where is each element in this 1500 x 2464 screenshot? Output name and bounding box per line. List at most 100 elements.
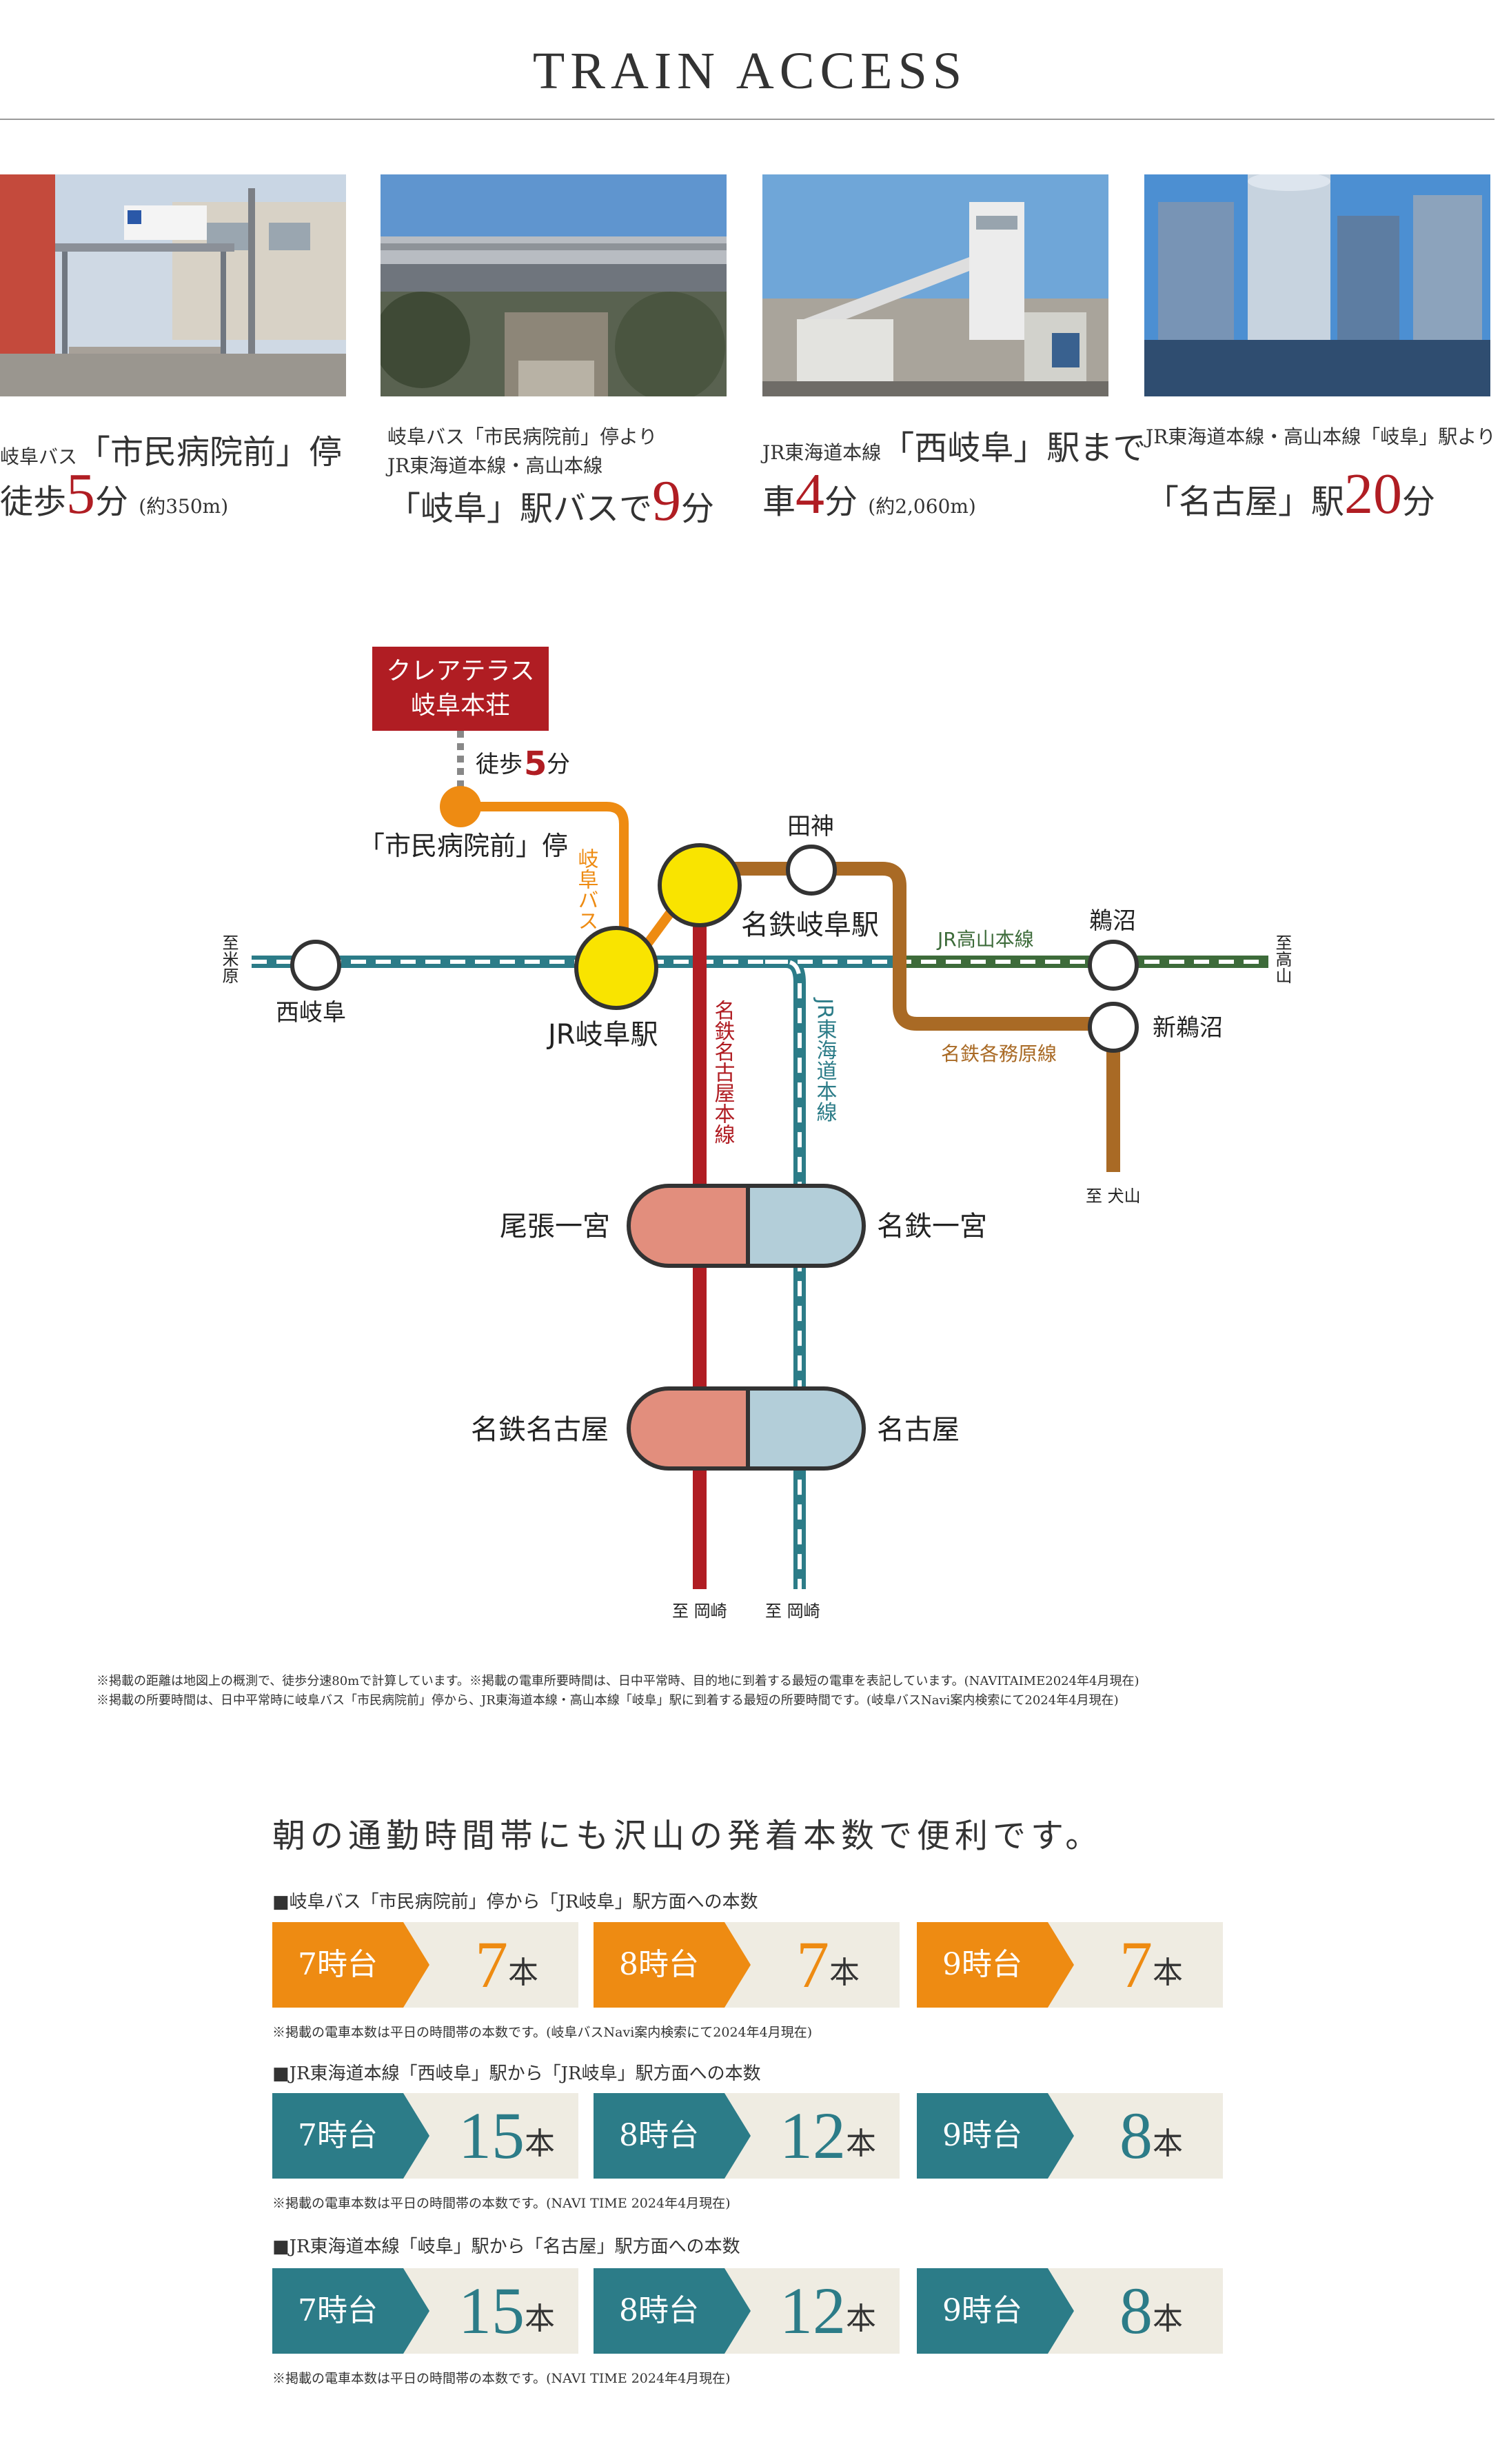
frequency-cell: 7時台 7本 <box>272 1922 578 2008</box>
frequency-hour: 8時台 <box>619 2293 699 2328</box>
property-name-line2: 岐阜本荘 <box>411 691 510 720</box>
frequency-hour: 7時台 <box>298 2118 378 2153</box>
frequency-count: 8本 <box>1119 2099 1183 2172</box>
photo4-caption-line1: JR東海道本線・高山本線「岐阜」駅より <box>1146 425 1496 448</box>
photo2-caption-line1: 岐阜バス「市民病院前」停より <box>387 425 658 448</box>
map-note-1: ※掲載の距離は地図上の概測で、徒歩分速80mで計算しています。※掲載の電車所要時… <box>97 1674 1139 1688</box>
chevron-label-bg <box>594 2093 751 2179</box>
bus-stop-marker <box>440 786 481 827</box>
bus-line-label: 岐阜バス <box>574 848 598 931</box>
chevron-label-bg <box>272 2268 429 2354</box>
frequency-heading-gifu-nagoya: ■JR東海道本線「岐阜」駅から「名古屋」駅方面への本数 <box>272 2236 740 2257</box>
route-map: クレアテラス 岐阜本荘 徒歩 5 分 「市民病院前」停 岐阜バス 西岐阜 田神 … <box>219 647 1292 1621</box>
chevron-label-bg <box>594 2268 751 2354</box>
station-jr-gifu-label: JR岐阜駅 <box>546 1019 658 1051</box>
chevron-label-bg <box>917 1922 1074 2008</box>
map-note-2: ※掲載の所要時間は、日中平常時に岐阜バス「市民病院前」停から、JR東海道本線・高… <box>97 1693 1119 1708</box>
frequency-hour: 7時台 <box>298 1947 378 1982</box>
meitetsu-kakamigahara-line <box>700 862 1120 1172</box>
chevron-label-bg <box>272 2093 429 2179</box>
frequency-heading-nishigifu: ■JR東海道本線「西岐阜」駅から「JR岐阜」駅方面への本数 <box>272 2063 761 2084</box>
frequency-count: 15本 <box>458 2099 555 2172</box>
chevron-label-bg <box>917 2093 1074 2179</box>
frequency-count: 8本 <box>1119 2274 1183 2347</box>
station-tajin-label: 田神 <box>787 813 834 840</box>
station-nagoya-capsule <box>627 1386 866 1471</box>
frequency-cell: 8時台 12本 <box>594 2093 900 2179</box>
gifu-bus-line <box>460 802 629 962</box>
takayama-line-label: JR高山本線 <box>936 928 1034 951</box>
property-box <box>372 647 549 731</box>
frequency-count: 12本 <box>780 2099 876 2172</box>
photo-nagoya-towers <box>1144 174 1490 396</box>
frequency-cell: 9時台 8本 <box>917 2093 1223 2179</box>
station-meitetsu-gifu <box>658 843 742 927</box>
photo1-caption-line1: 岐阜バス「市民病院前」停 <box>0 433 343 472</box>
station-shin-unuma <box>1088 1002 1139 1053</box>
station-nishigifu-label: 西岐阜 <box>276 999 346 1027</box>
frequency-count: 7本 <box>1119 1928 1183 2001</box>
frequency-footnote-bus: ※掲載の電車本数は平日の時間帯の本数です。(岐阜バスNavi案内検索にて2024… <box>272 2025 813 2040</box>
walk-label: 徒歩 <box>476 751 523 778</box>
direction-takayama: 至高山 <box>1273 934 1292 984</box>
meitetsu-line-label: 名鉄名古屋本線 <box>711 1000 735 1144</box>
walk-number: 5 <box>524 745 547 783</box>
frequency-hour: 9時台 <box>942 1947 1022 1982</box>
direction-okazaki-jr: 至 岡崎 <box>765 1602 820 1621</box>
jr-tokaido-line <box>252 956 896 1589</box>
photo-nishigifu-station <box>762 174 1108 396</box>
station-meitetsu-gifu-label: 名鉄岐阜駅 <box>741 909 879 941</box>
frequency-count: 7本 <box>475 1928 538 2001</box>
frequency-cell: 9時台 8本 <box>917 2268 1223 2354</box>
direction-okazaki-meitetsu: 至 岡崎 <box>672 1602 727 1621</box>
title-divider <box>0 119 1494 120</box>
frequency-lead: 朝の通勤時間帯にも沢山の発着本数で便利です。 <box>272 1817 1104 1855</box>
frequency-count: 15本 <box>458 2274 555 2347</box>
station-ichinomiya-capsule <box>627 1184 866 1268</box>
property-name-line1: クレアテラス <box>386 657 534 685</box>
station-unuma <box>1088 940 1139 991</box>
station-meitetsu-ichinomiya-label: 名鉄一宮 <box>877 1211 987 1242</box>
station-nagoya-label: 名古屋 <box>877 1414 960 1446</box>
kakamigahara-line-label: 名鉄各務原線 <box>941 1042 1057 1065</box>
frequency-cell: 8時台 12本 <box>594 2268 900 2354</box>
photo3-caption-line2: 車4分 (約2,060m) <box>762 462 976 526</box>
frequency-hour: 8時台 <box>619 1947 699 1982</box>
photo1-caption-line2: 徒歩5分 (約350m) <box>0 462 229 526</box>
frequency-hour: 9時台 <box>942 2118 1022 2153</box>
station-meitetsu-nagoya-label: 名鉄名古屋 <box>471 1414 609 1446</box>
photo-bus-stop <box>0 174 346 396</box>
station-nishigifu <box>290 940 341 991</box>
station-unuma-label: 鵜沼 <box>1089 907 1136 935</box>
frequency-footnote-gifu-nagoya: ※掲載の電車本数は平日の時間帯の本数です。(NAVI TIME 2024年4月現… <box>272 2371 731 2386</box>
walk-unit: 分 <box>547 751 570 778</box>
frequency-hour: 8時台 <box>619 2118 699 2153</box>
photo4-caption-line2: 「名古屋」駅20分 <box>1146 462 1436 526</box>
frequency-cell: 7時台 15本 <box>272 2268 578 2354</box>
station-owari-ichinomiya-label: 尾張一宮 <box>500 1211 610 1242</box>
frequency-count: 7本 <box>796 1928 860 2001</box>
tokaido-line-label: JR東海道本線 <box>813 997 837 1122</box>
frequency-hour: 7時台 <box>298 2293 378 2328</box>
chevron-label-bg <box>272 1922 429 2008</box>
frequency-hour: 9時台 <box>942 2293 1022 2328</box>
frequency-cell: 7時台 15本 <box>272 2093 578 2179</box>
photo-gifu-station <box>381 174 727 396</box>
station-tajin <box>786 845 837 896</box>
frequency-heading-bus: ■岐阜バス「市民病院前」停から「JR岐阜」駅方面への本数 <box>272 1892 758 1912</box>
bus-stop-label: 「市民病院前」停 <box>358 831 568 861</box>
chevron-label-bg <box>594 1922 751 2008</box>
photo2-caption-line2: JR東海道本線・高山本線 <box>387 454 603 477</box>
photo3-caption-line1: JR東海道本線「西岐阜」駅まで <box>762 429 1146 467</box>
direction-maibara: 至米原 <box>219 934 239 984</box>
frequency-cell: 8時台 7本 <box>594 1922 900 2008</box>
frequency-cell: 9時台 7本 <box>917 1922 1223 2008</box>
photo2-caption-line3: 「岐阜」駅バスで9分 <box>387 469 715 533</box>
station-shin-unuma-label: 新鵜沼 <box>1153 1014 1223 1042</box>
frequency-count: 12本 <box>780 2274 876 2347</box>
chevron-label-bg <box>917 2268 1074 2354</box>
page-title: TRAIN ACCESS <box>532 42 968 100</box>
station-jr-gifu <box>574 926 658 1010</box>
direction-inuyama: 至 犬山 <box>1086 1186 1141 1206</box>
frequency-footnote-nishigifu: ※掲載の電車本数は平日の時間帯の本数です。(NAVI TIME 2024年4月現… <box>272 2196 731 2211</box>
